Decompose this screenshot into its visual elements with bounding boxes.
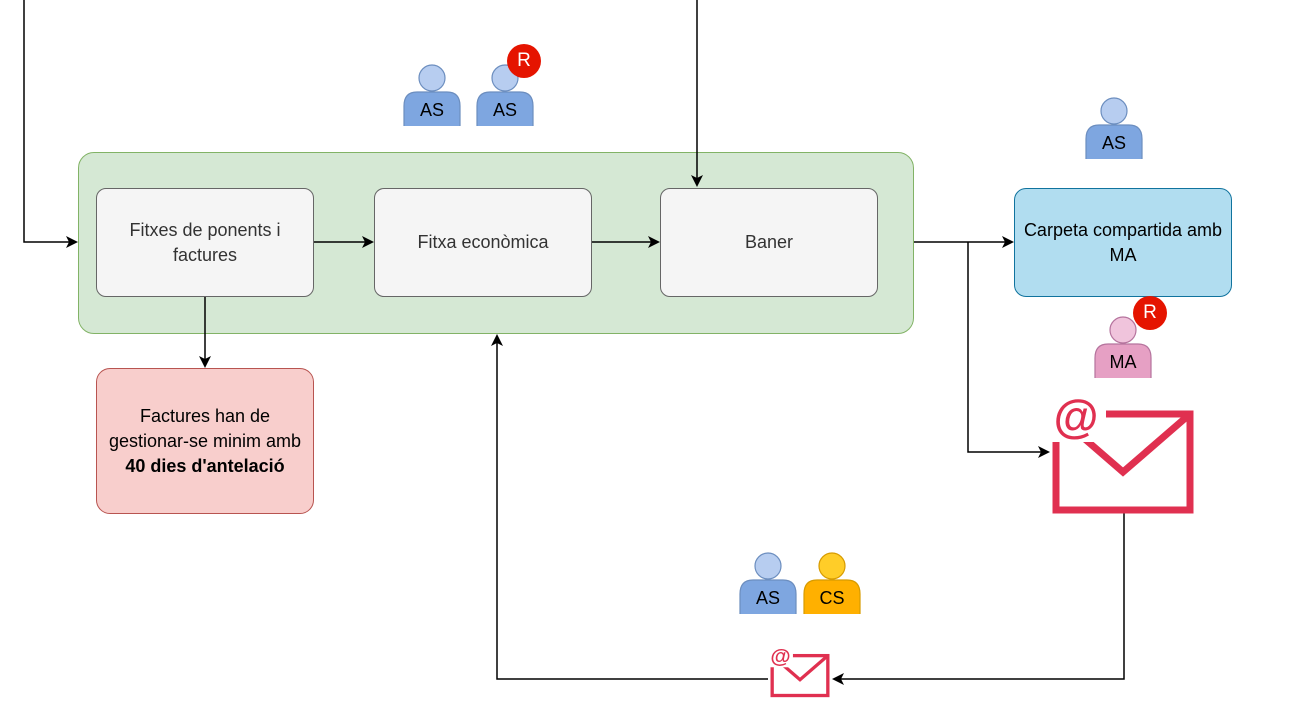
- actor-ma: MA: [1094, 316, 1152, 378]
- actor-cs: CS: [803, 552, 861, 614]
- shared-folder: Carpeta compartida amb MA: [1014, 188, 1232, 297]
- step-fitxa-economica-label: Fitxa econòmica: [417, 232, 549, 252]
- responsible-badge-1: R: [507, 44, 541, 78]
- actor-as-1: AS: [403, 64, 461, 126]
- step-fitxa-economica: Fitxa econòmica: [374, 188, 592, 297]
- step-baner: Baner: [660, 188, 878, 297]
- user-icon: [1085, 97, 1143, 159]
- warning-note-text: Factures han de gestionar-se minim amb 4…: [107, 404, 303, 479]
- warning-note-text-regular: Factures han de gestionar-se minim amb: [108, 405, 302, 451]
- warning-note: Factures han de gestionar-se minim amb 4…: [96, 368, 314, 514]
- email-icon: @: [768, 644, 830, 698]
- arrow-incoming-left: [23, 0, 78, 248]
- actor-as-4: AS: [739, 552, 797, 614]
- svg-text:@: @: [1054, 390, 1099, 442]
- step-fitxes-ponents-label: Fitxes de ponents i factures: [129, 219, 281, 265]
- user-icon: [803, 552, 861, 614]
- actor-as-2: AS: [476, 64, 534, 126]
- actor-as-1-label: AS: [419, 100, 444, 120]
- svg-text:@: @: [770, 645, 790, 668]
- actor-ma-label: MA: [1109, 352, 1137, 372]
- warning-note-text-bold: 40 dies d'antelació: [125, 455, 285, 476]
- actor-as-2-label: AS: [492, 100, 517, 120]
- arrow-small-email-group: [491, 334, 768, 680]
- user-icon: [1094, 316, 1152, 378]
- arrow-branch-email: [967, 242, 1050, 458]
- actor-as-3: AS: [1085, 97, 1143, 159]
- arrow-email-small-email: [832, 512, 1125, 685]
- step-fitxes-ponents: Fitxes de ponents i factures: [96, 188, 314, 297]
- responsible-badge-2: R: [1133, 296, 1167, 330]
- shared-folder-label: Carpeta compartida amb MA: [1023, 219, 1223, 265]
- actor-cs-label: CS: [819, 588, 845, 608]
- user-icon: [403, 64, 461, 126]
- actor-as-3-label: AS: [1101, 133, 1126, 153]
- email-icon: @: [1048, 386, 1194, 514]
- user-icon: [739, 552, 797, 614]
- actor-as-4-label: AS: [755, 588, 780, 608]
- user-icon: [476, 64, 534, 126]
- step-baner-label: Baner: [744, 232, 794, 252]
